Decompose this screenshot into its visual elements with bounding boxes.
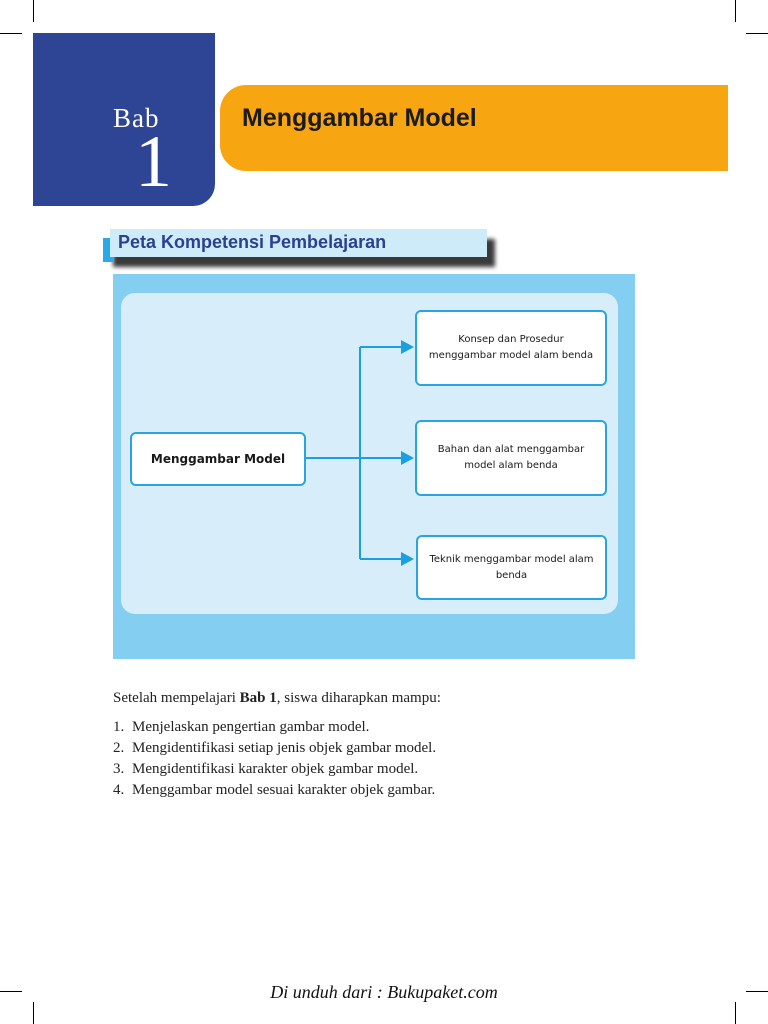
crop-mark: [33, 0, 34, 22]
chapter-badge: Bab 1: [33, 33, 215, 206]
list-item-number: 1.: [113, 719, 125, 735]
intro-chapter-ref: Bab 1: [239, 690, 277, 706]
crop-mark: [0, 991, 22, 992]
crop-mark: [746, 33, 768, 34]
competency-map: Menggambar Model Konsep dan Prosedur men…: [113, 274, 635, 659]
intro-text: Setelah mempelajari: [113, 690, 240, 706]
chapter-label: Bab: [113, 103, 160, 133]
list-item: 4. Menggambar model sesuai karakter objek…: [113, 780, 436, 801]
list-item: 1. Menjelaskan pengertian gambar model.: [113, 717, 436, 738]
objectives-list: 1. Menjelaskan pengertian gambar model. 2…: [113, 717, 436, 801]
chapter-title-bar: Menggambar Model: [220, 85, 728, 171]
list-item-number: 3.: [113, 761, 125, 777]
crop-mark: [33, 1002, 34, 1024]
list-item: 2. Mengidentifikasi setiap jenis objek ga…: [113, 738, 436, 759]
intro-text-end: , siswa diharapkan mampu:: [276, 690, 441, 706]
list-item-number: 4.: [113, 782, 125, 798]
crop-mark: [746, 991, 768, 992]
connector-lines: [306, 340, 414, 566]
heading-accent-strip: [103, 238, 113, 262]
crop-mark: [0, 33, 22, 34]
arrowhead: [401, 552, 414, 566]
section-heading: Peta Kompetensi Pembelajaran: [110, 229, 487, 257]
section-heading-text: Peta Kompetensi Pembelajaran: [118, 232, 387, 252]
crop-mark: [735, 1002, 736, 1024]
arrowhead: [401, 340, 414, 354]
list-item-text: Menjelaskan pengertian gambar model.: [132, 719, 370, 735]
branch-node: Teknik menggambar model alam benda: [416, 535, 607, 600]
objectives-intro: Setelah mempelajari Bab 1, siswa diharap…: [113, 690, 441, 707]
arrowhead: [401, 451, 414, 465]
list-item-text: Mengidentifikasi karakter objek gambar m…: [132, 761, 419, 777]
chapter-title: Menggambar Model: [242, 104, 477, 132]
list-item-text: Menggambar model sesuai karakter objek g…: [132, 782, 436, 798]
chapter-number: 1: [135, 121, 172, 203]
list-item-number: 2.: [113, 740, 125, 756]
crop-mark: [735, 0, 736, 22]
list-item-text: Mengidentifikasi setiap jenis objek gamb…: [132, 740, 437, 756]
branch-node: Bahan dan alat menggambar model alam ben…: [415, 420, 607, 496]
footer-source: Di unduh dari : Bukupaket.com: [270, 982, 498, 1002]
branch-node: Konsep dan Prosedur menggambar model ala…: [415, 310, 607, 386]
list-item: 3. Mengidentifikasi karakter objek gambar…: [113, 759, 436, 780]
root-node: Menggambar Model: [130, 432, 306, 486]
